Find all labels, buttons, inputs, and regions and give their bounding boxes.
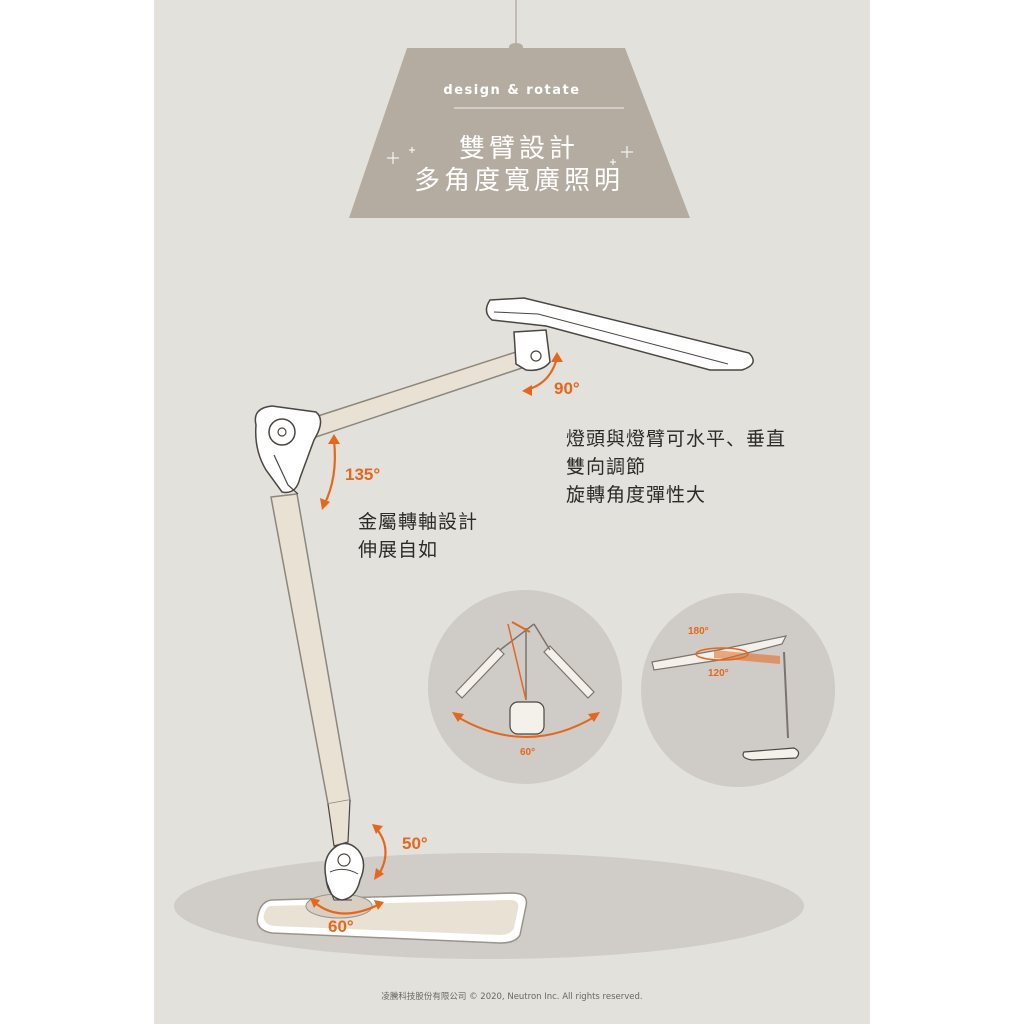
lamp-illustration [174, 0, 835, 959]
base-joint-angle-label: 50° [402, 834, 428, 853]
title-line-2: 多角度寬廣照明 [413, 166, 624, 196]
swivel-demo-circle [428, 590, 622, 784]
base-joint [324, 842, 365, 901]
rotate-angle-bottom-label: 120° [708, 668, 729, 679]
joint-note: 金屬轉軸設計 伸展自如 [358, 508, 478, 564]
rotate-demo-circle [641, 593, 835, 787]
title-banner [349, 48, 690, 218]
rotation-arrows [310, 352, 563, 915]
base-rotate-arrow [313, 901, 381, 915]
lamp-base [256, 892, 528, 944]
elbow-angle-arrow [323, 439, 336, 506]
lamp-head [485, 297, 754, 371]
note-line: 伸展自如 [358, 539, 439, 561]
rotate-angle-top-label: 180° [688, 626, 709, 637]
sparkle-icons [387, 146, 633, 165]
note-line: 金屬轉軸設計 [358, 511, 479, 533]
copyright-footer: 凌騰科技股份有限公司 © 2020, Neutron Inc. All righ… [381, 992, 643, 1002]
elbow-joint [254, 405, 322, 495]
product-poster: design & rotate 雙臂設計 多角度寬廣照明 燈頭與燈臂可水平、垂直… [154, 0, 870, 1024]
title-line-1: 雙臂設計 [458, 134, 579, 164]
note-line: 燈頭與燈臂可水平、垂直 [566, 428, 787, 450]
note-line: 旋轉角度彈性大 [566, 484, 707, 506]
lower-arm [270, 493, 351, 847]
upper-arm [282, 351, 523, 446]
head-angle-label: 90° [554, 379, 580, 398]
head-adjust-note: 燈頭與燈臂可水平、垂直 雙向調節 旋轉角度彈性大 [566, 425, 786, 509]
swivel-angle-label: 60° [520, 747, 536, 758]
base-rotate-angle-label: 60° [328, 917, 354, 936]
elbow-angle-label: 135° [345, 465, 381, 484]
note-line: 雙向調節 [566, 456, 647, 478]
eyebrow-tagline: design & rotate [443, 83, 581, 98]
head-joint [513, 329, 551, 372]
